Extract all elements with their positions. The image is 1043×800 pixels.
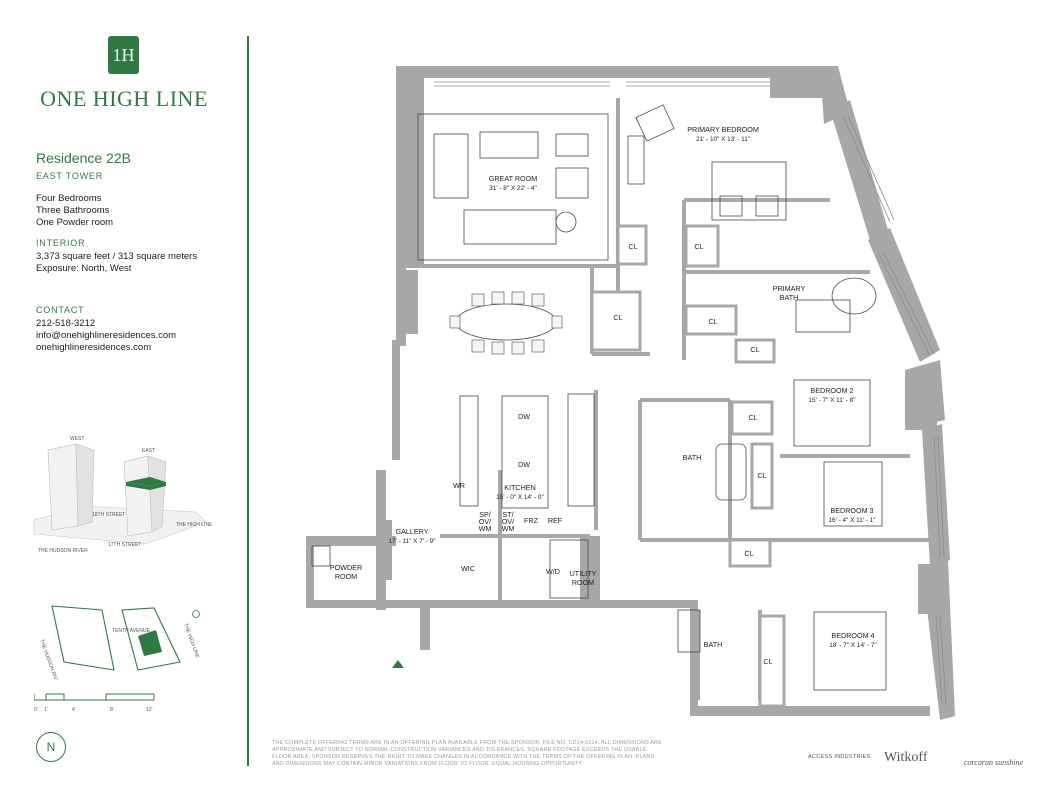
- great-room-furniture: [417, 113, 645, 341]
- gallery-label: GALLERY: [395, 527, 428, 536]
- st-label-3: WM: [502, 524, 515, 533]
- closet-label: CL: [708, 317, 717, 326]
- key-18th-label: 18TH STREET: [92, 512, 125, 518]
- st-label: ST/: [502, 510, 513, 519]
- logo-mark: 1H: [108, 36, 139, 74]
- sp-label-2: OV/: [479, 517, 491, 526]
- bedroom4-label: BEDROOM 4: [831, 631, 874, 640]
- kitchen-dims: 15' - 0" X 14' - 0": [496, 494, 543, 501]
- key-east-label: EAST: [142, 448, 155, 454]
- email-link[interactable]: info@onehighlineresidences.com: [36, 330, 177, 341]
- bedroom3-label: BEDROOM 3: [830, 506, 873, 515]
- great-room-label: GREAT ROOM: [489, 174, 537, 183]
- closet-label: CL: [748, 413, 757, 422]
- great-room-dims: 31' - 8" X 22' - 4": [489, 185, 536, 192]
- contact-details: 212-518-3212 info@onehighlineresidences.…: [36, 318, 176, 354]
- wr-label: WR: [453, 481, 465, 490]
- scale-tick: 8': [110, 707, 114, 713]
- closet-label: CL: [628, 242, 637, 251]
- feature-item: One Powder room: [36, 217, 114, 228]
- key-17th-label: 17TH STREET: [108, 542, 141, 548]
- utility-room-label-2: ROOM: [572, 578, 594, 587]
- scale-tick: 1': [44, 707, 48, 713]
- scale-tick: 12': [146, 707, 153, 713]
- features-list: Four Bedrooms Three Bathrooms One Powder…: [36, 193, 113, 229]
- corcoran-sunshine-logo: corcoran sunshine: [964, 758, 1024, 767]
- dining-chairs: [449, 291, 563, 355]
- bath2-label: BATH: [704, 640, 723, 649]
- bedroom2-dims: 15' - 7" X 11' - 8": [809, 397, 856, 404]
- exposure-text: Exposure: North, West: [36, 263, 132, 274]
- area-text: 3,373 square feet / 313 square meters: [36, 251, 198, 262]
- primary-bed: [635, 104, 877, 333]
- residence-title: Residence 22B: [36, 150, 131, 166]
- dw-label: DW: [518, 412, 530, 421]
- gallery-dims: 17' - 11" X 7' - 9": [389, 538, 436, 545]
- bedroom-beds: [311, 379, 887, 691]
- site-highline-label: THE HIGH LINE: [182, 623, 200, 660]
- frz-label: FRZ: [524, 516, 539, 525]
- closet-label: CL: [744, 549, 753, 558]
- wic-label: WIC: [461, 564, 475, 573]
- witkoff-logo: Witkoff: [884, 750, 928, 765]
- site-plan-map: THE HUDSON RIVER THE HIGH LINE TENTH AVE…: [38, 605, 200, 680]
- exterior-walls: [306, 66, 955, 720]
- logo-wordmark: ONE HIGH LINE: [40, 86, 208, 111]
- floor-plan: GREAT ROOM 31' - 8" X 22' - 4" PRIMARY B…: [306, 66, 955, 720]
- bedroom3-dims: 16' - 4" X 11' - 1": [829, 517, 876, 524]
- closets: [590, 224, 786, 708]
- closet-label: CL: [757, 471, 766, 480]
- scale-bar: 0' 1' 4' 8' 12': [34, 693, 155, 713]
- window-lines: [434, 81, 947, 705]
- dw-label-2: DW: [518, 460, 530, 469]
- wd-label: W/D: [546, 567, 560, 576]
- primary-bath-label-2: BATH: [780, 293, 799, 302]
- bath-label: BATH: [683, 453, 702, 462]
- vertical-divider: [247, 36, 249, 766]
- key-west-label: WEST: [70, 436, 84, 442]
- closet-label: CL: [750, 345, 759, 354]
- site-tenth-label: TENTH AVENUE: [112, 628, 151, 634]
- legal-disclaimer: THE COMPLETE OFFERING TERMS ARE IN AN OF…: [272, 740, 662, 767]
- powder-room-label-2: ROOM: [335, 572, 357, 581]
- bedroom2-label: BEDROOM 2: [810, 386, 853, 395]
- kitchen-label: KITCHEN: [504, 483, 536, 492]
- website-link[interactable]: onehighlineresidences.com: [36, 342, 152, 353]
- primary-bedroom-label: PRIMARY BEDROOM: [687, 125, 759, 134]
- contact-heading: CONTACT: [36, 305, 85, 315]
- scale-tick: 0': [34, 707, 38, 713]
- feature-item: Four Bedrooms: [36, 193, 102, 204]
- utility-room-label: UTILITY: [570, 569, 597, 578]
- scale-tick: 4': [72, 707, 76, 713]
- primary-bedroom-dims: 21' - 10" X 13' - 11": [696, 136, 750, 143]
- closet-label: CL: [694, 242, 703, 251]
- ref-label: REF: [548, 516, 563, 525]
- sp-label-3: WM: [479, 524, 492, 533]
- sp-label: SP/: [479, 510, 491, 519]
- powder-room-label: POWDER: [330, 563, 362, 572]
- entry-marker-icon: [392, 660, 404, 668]
- interior-heading: INTERIOR: [36, 238, 86, 248]
- key-highline-label: THE HIGH LINE: [176, 522, 213, 528]
- tower-name: EAST TOWER: [36, 171, 104, 181]
- closet-label: CL: [613, 313, 622, 322]
- closet-label: CL: [763, 657, 772, 666]
- key-hudson-label: THE HUDSON RIVER: [38, 548, 88, 554]
- bedroom4-dims: 18' - 7" X 14' - 7": [829, 642, 876, 649]
- building-key-map: WEST EAST 18TH STREET THE HIGH LINE THE …: [33, 436, 213, 554]
- room-labels: GREAT ROOM 31' - 8" X 22' - 4" PRIMARY B…: [330, 125, 877, 666]
- primary-bath-label: PRIMARY: [773, 284, 806, 293]
- access-industries-logo: ACCESS INDUSTRIES: [808, 754, 871, 760]
- st-label-2: OV/: [502, 517, 514, 526]
- site-hudson-label: THE HUDSON RIVER: [38, 639, 61, 680]
- phone-text[interactable]: 212-518-3212: [36, 318, 96, 329]
- north-arrow-icon: N: [36, 732, 66, 762]
- feature-item: Three Bathrooms: [36, 205, 110, 216]
- interior-details: 3,373 square feet / 313 square meters Ex…: [36, 251, 197, 275]
- info-sidebar: 1H ONE HIGH LINE Residence 22B EAST TOWE…: [0, 0, 248, 800]
